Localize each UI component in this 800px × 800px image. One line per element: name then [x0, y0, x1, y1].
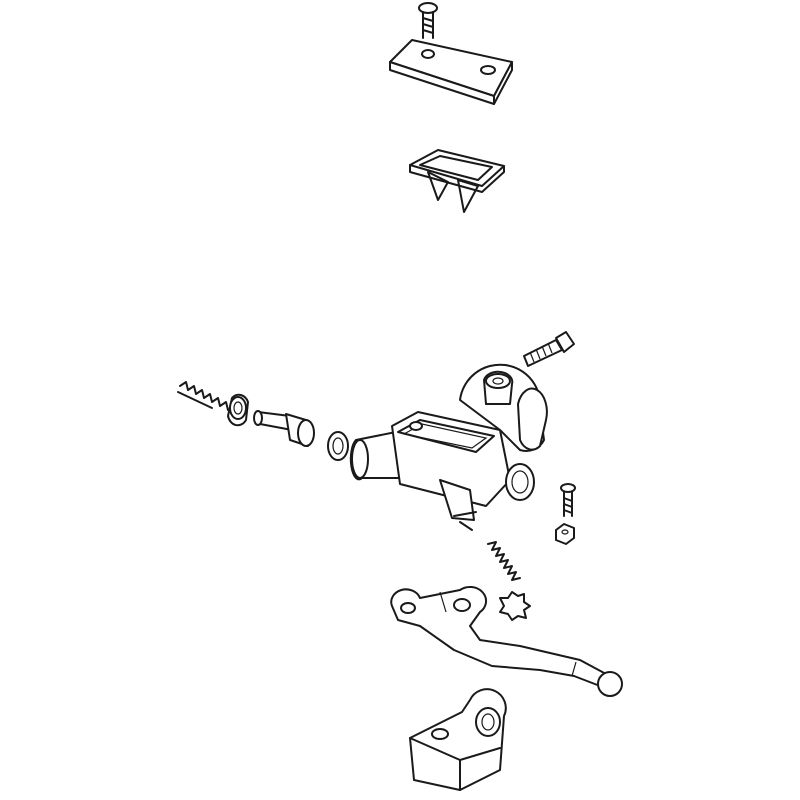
cap-screw	[418, 2, 438, 39]
reservoir-diaphragm	[409, 149, 505, 213]
pivot-bolt	[560, 483, 576, 517]
handlebar-clamp	[409, 688, 507, 791]
piston-spring	[177, 381, 229, 411]
reservoir-cover	[389, 39, 513, 105]
pivot-nut	[555, 523, 575, 545]
banjo-bolt	[523, 331, 575, 367]
piston	[253, 410, 315, 447]
brake-lever	[390, 585, 623, 697]
seal-ring	[327, 431, 349, 461]
seal-cup	[227, 393, 249, 427]
lever-spring	[487, 541, 521, 581]
adjuster-wheel	[499, 591, 531, 621]
master-cylinder-body	[349, 363, 548, 531]
